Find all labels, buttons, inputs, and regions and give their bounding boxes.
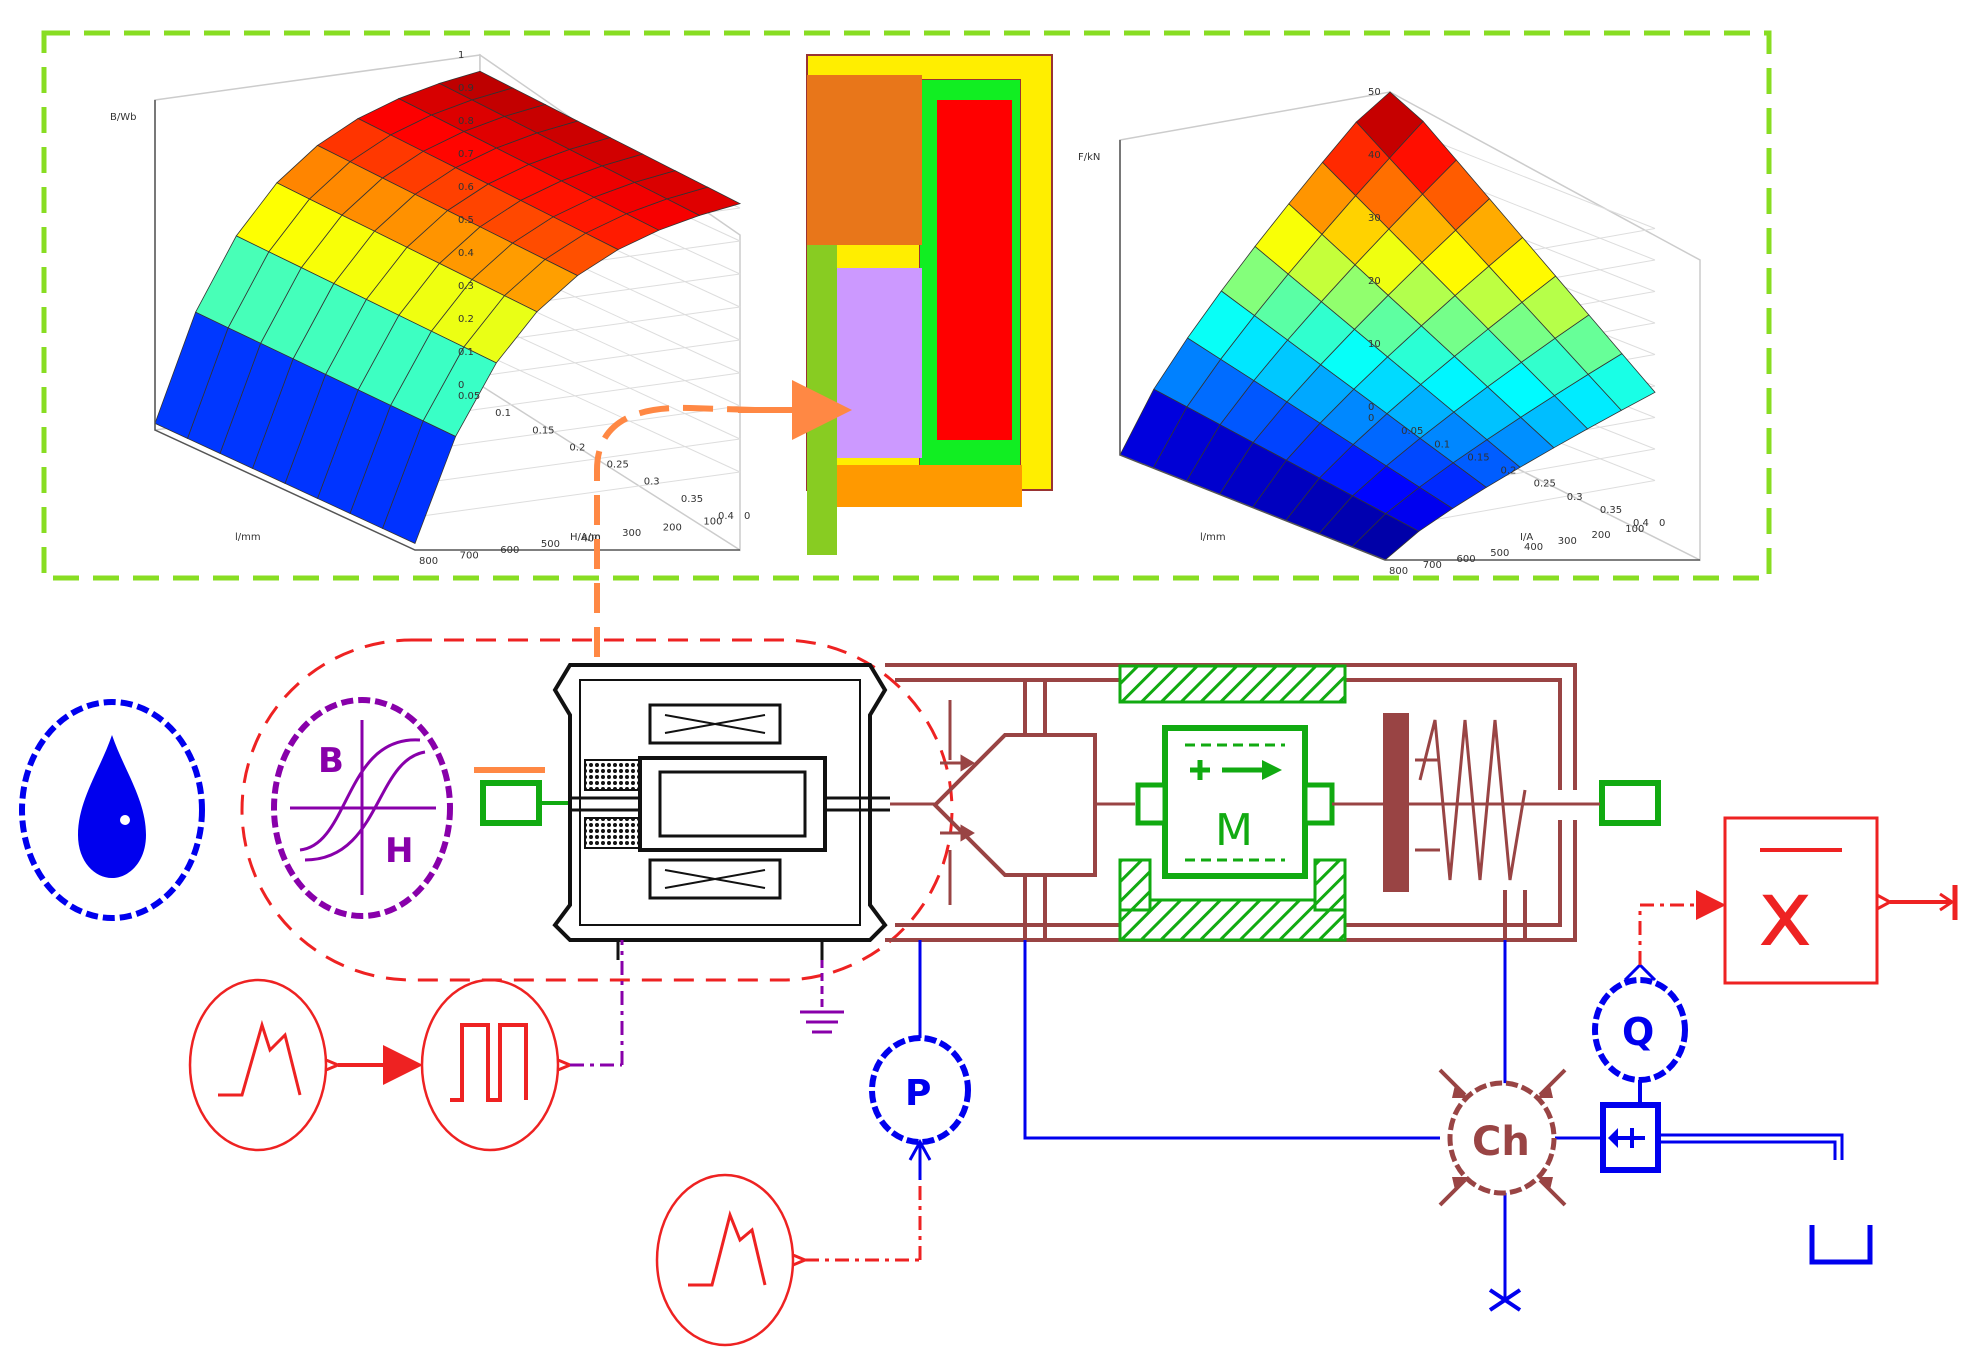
plot-right-z-tick: 0 <box>1368 402 1374 413</box>
plot-left-x-tick: 0.15 <box>532 425 554 436</box>
plot-right-z-tick: 30 <box>1368 213 1381 224</box>
plot-left-z-tick: 0.6 <box>458 182 474 193</box>
plot-right-z-tick: 10 <box>1368 339 1381 350</box>
plot-right-zlabel: F/kN <box>1078 152 1100 163</box>
plot-left-x-tick: 0.05 <box>458 391 480 402</box>
plot-left-z-tick: 0.3 <box>458 281 474 292</box>
label-q: Q <box>1622 1010 1654 1054</box>
plot-left-x-tick: 0.4 <box>718 511 734 522</box>
hydraulic-lines <box>1023 940 1600 1312</box>
magnetic-flux-surface-plot: 0 0.1 0.2 0.3 0.4 0.5 0.6 0.7 0.8 0.9 1 0.05 0.1 0.15… <box>110 50 750 567</box>
solenoid-model-group <box>240 638 954 982</box>
actuator-cross-section <box>806 54 1053 555</box>
force-surface-plot: 0102030405000.050.10.150.20.250.30.350.4… <box>1078 87 1701 577</box>
plot-left-y-tick: 400 <box>582 534 601 545</box>
plot-left-z-tick: 0.1 <box>458 347 474 358</box>
plot-right-y-tick: 700 <box>1423 560 1442 571</box>
plot-left-x-tick: 0.25 <box>607 460 629 471</box>
plot-left-z-tick: 0.9 <box>458 83 474 94</box>
plot-left-x-tick: 0.35 <box>681 494 703 505</box>
label-p: P <box>905 1073 931 1114</box>
plot-right-y-tick: 0 <box>1659 518 1665 529</box>
plot-right-x-tick: 0.4 <box>1633 518 1649 529</box>
plot-right-y-tick: 400 <box>1524 542 1543 553</box>
plot-right-xlabel: l/mm <box>1200 532 1226 543</box>
plot-right-y-tick: 100 <box>1625 524 1644 535</box>
label-h: H <box>385 831 413 871</box>
pressure-source: P <box>869 940 971 1180</box>
plot-left-y-tick: 100 <box>703 517 722 528</box>
plot-right-x-tick: 0.2 <box>1501 466 1517 477</box>
plot-right-x-tick: 0 <box>1368 413 1374 424</box>
plot-left-z-tick: 0.4 <box>458 248 474 259</box>
plot-left-z-tick: 1 <box>458 50 464 61</box>
plot-left-y-tick: 800 <box>419 556 438 567</box>
mass-block: M <box>1135 725 1335 879</box>
plot-right-x-tick: 0.15 <box>1467 452 1489 463</box>
plot-left-y-tick: 300 <box>622 528 641 539</box>
valve-body <box>885 663 1600 942</box>
plot-left-surface-cell <box>154 311 229 439</box>
plot-left-xlabel: l/mm <box>235 532 261 543</box>
plot-left-x-tick: 0.3 <box>644 477 660 488</box>
plot-left-z-tick: 0.5 <box>458 215 474 226</box>
orange-link-curve <box>594 404 756 745</box>
plot-right-x-tick: 0.25 <box>1534 479 1556 490</box>
plot-left-y-tick: 500 <box>541 539 560 550</box>
signal-source-1 <box>188 978 423 1152</box>
plot-left-ylabel: H/A/m <box>570 532 601 543</box>
plot-left-z-tick: 0.8 <box>458 116 474 127</box>
label-b: B <box>318 741 344 781</box>
plot-right-y-tick: 800 <box>1389 566 1408 577</box>
plot-right-y-tick: 200 <box>1592 530 1611 541</box>
plot-right-z-tick: 20 <box>1368 276 1381 287</box>
output-port-right <box>1599 780 1661 826</box>
valve-inlet-arrows <box>940 754 975 842</box>
plot-right-x-tick: 0.05 <box>1401 426 1423 437</box>
plot-left-y-tick: 200 <box>663 522 682 533</box>
plot-right-y-tick: 500 <box>1490 548 1509 559</box>
statistics-block: x <box>1723 816 1958 985</box>
pwm-generator <box>420 940 624 1152</box>
plot-left-zlabel: B/Wb <box>110 112 136 123</box>
bh-hysteresis-icon: B H <box>271 697 453 919</box>
solenoid-actuator <box>552 663 890 960</box>
tank-icon <box>1809 1225 1873 1265</box>
signal-source-2 <box>655 1173 922 1347</box>
input-port-left <box>480 780 542 826</box>
plot-left-y-tick: 0 <box>744 511 750 522</box>
ground-icon <box>800 960 844 1034</box>
plot-right-z-tick: 40 <box>1368 150 1381 161</box>
plot-left-x-tick: 0.1 <box>495 408 511 419</box>
plot-right-z-tick: 50 <box>1368 87 1381 98</box>
plot-right-x-tick: 0.3 <box>1567 492 1583 503</box>
characteristics-frame <box>41 30 1772 581</box>
guide-block-bottom <box>1118 898 1347 942</box>
plot-right-y-tick: 600 <box>1457 554 1476 565</box>
plot-left-z-tick: 0.7 <box>458 149 474 160</box>
flow-sensor: Q <box>1592 890 1726 1105</box>
plot-right-x-tick: 0.1 <box>1434 439 1450 450</box>
plot-left-z-tick: 0.2 <box>458 314 474 325</box>
label-m: M <box>1215 805 1253 856</box>
guide-block-top <box>1118 664 1347 704</box>
chamber: Ch <box>1438 1068 1567 1207</box>
return-line <box>1658 1133 1844 1160</box>
plot-right-y-tick: 300 <box>1558 536 1577 547</box>
check-valve <box>1600 1102 1661 1173</box>
fluid-property-icon <box>19 699 205 921</box>
label-x: x <box>1758 860 1812 967</box>
plot-left-y-tick: 600 <box>500 545 519 556</box>
label-ch: Ch <box>1472 1119 1530 1165</box>
plot-left-z-tick: 0 <box>458 380 464 391</box>
plot-right-ylabel: I/A <box>1520 532 1533 543</box>
plot-left-y-tick: 700 <box>460 550 479 561</box>
plot-right-x-tick: 0.35 <box>1600 505 1622 516</box>
plot-left-x-tick: 0.2 <box>569 442 585 453</box>
